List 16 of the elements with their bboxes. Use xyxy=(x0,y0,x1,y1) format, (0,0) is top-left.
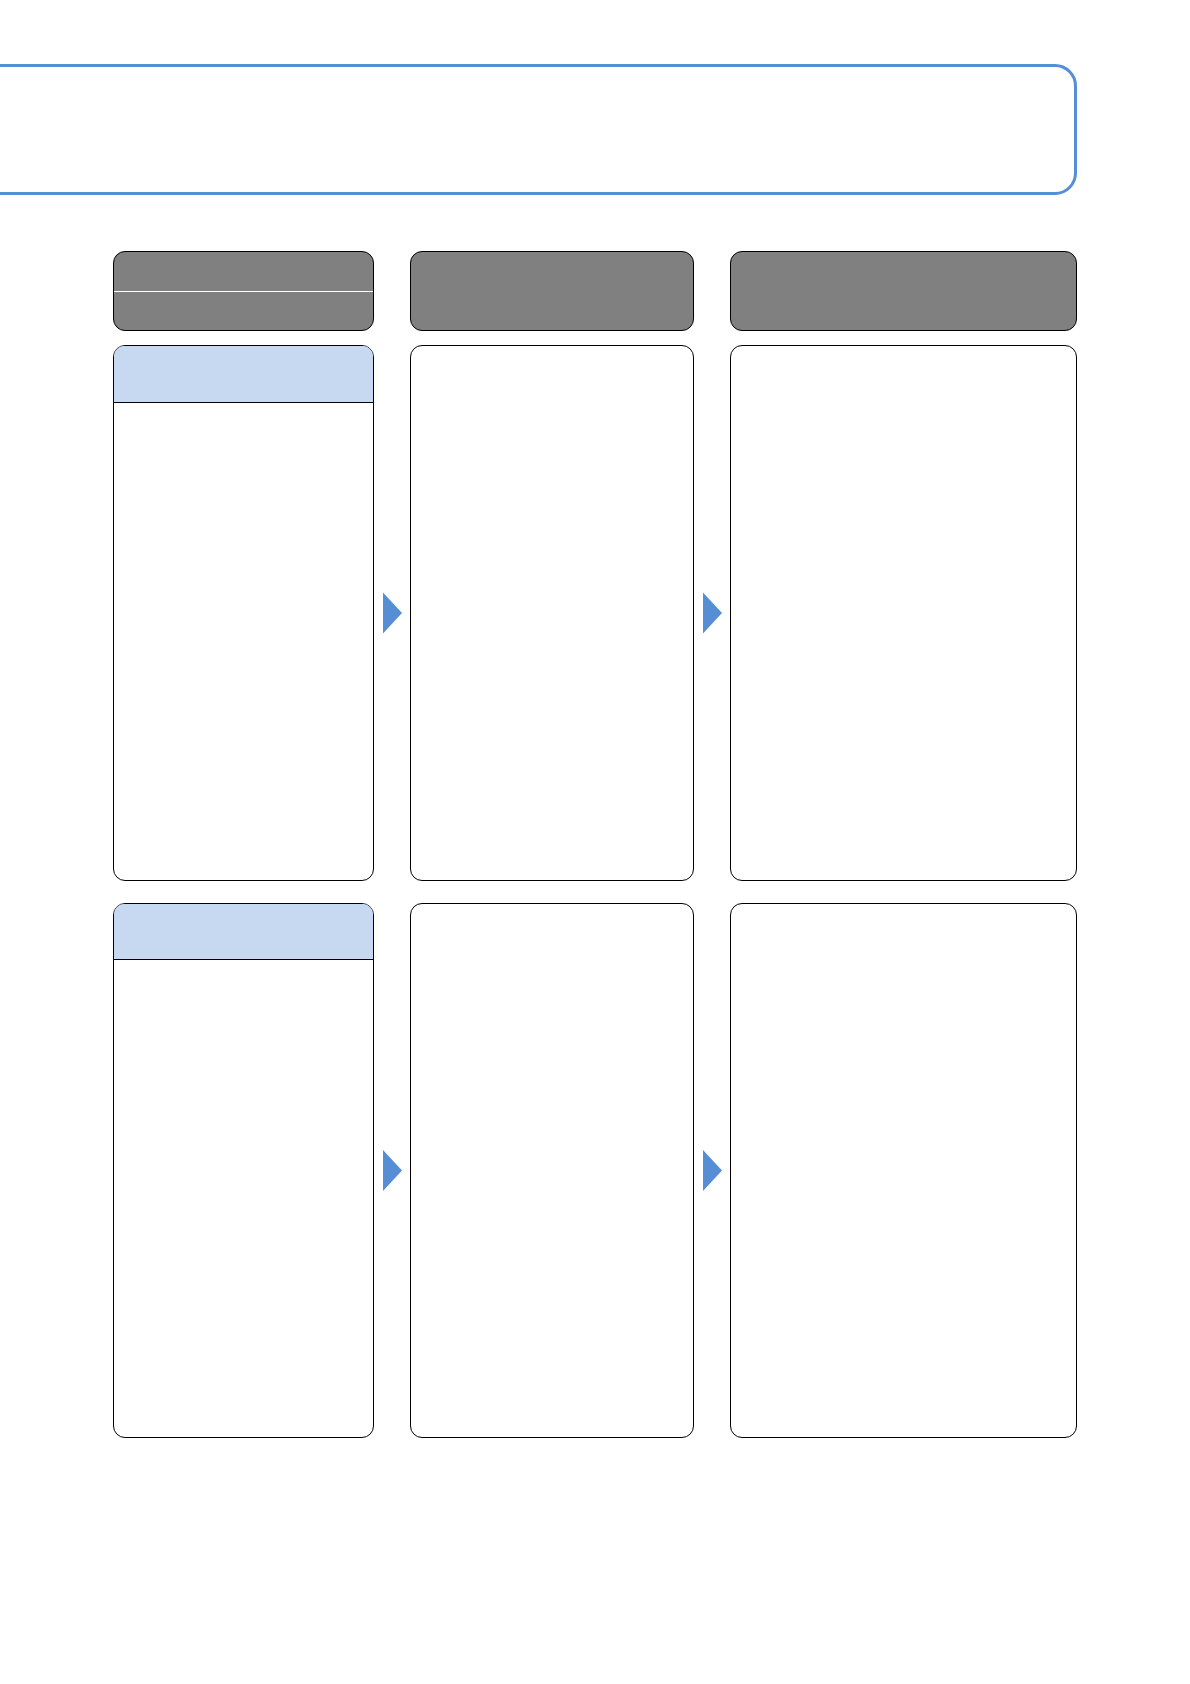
arrow xyxy=(383,592,402,634)
arrow xyxy=(703,1150,722,1191)
header-box xyxy=(730,251,1077,331)
content-panel xyxy=(730,345,1077,881)
content-panel xyxy=(113,345,374,881)
content-panel xyxy=(410,903,694,1438)
content-panel xyxy=(410,345,694,881)
arrow xyxy=(383,1150,402,1191)
content-panel xyxy=(730,903,1077,1438)
title-banner xyxy=(0,64,1077,195)
arrow xyxy=(703,592,722,634)
content-panel xyxy=(113,903,374,1438)
header-box xyxy=(410,251,694,331)
header-band xyxy=(114,346,373,403)
header-band xyxy=(114,904,373,960)
header-box xyxy=(113,251,374,331)
